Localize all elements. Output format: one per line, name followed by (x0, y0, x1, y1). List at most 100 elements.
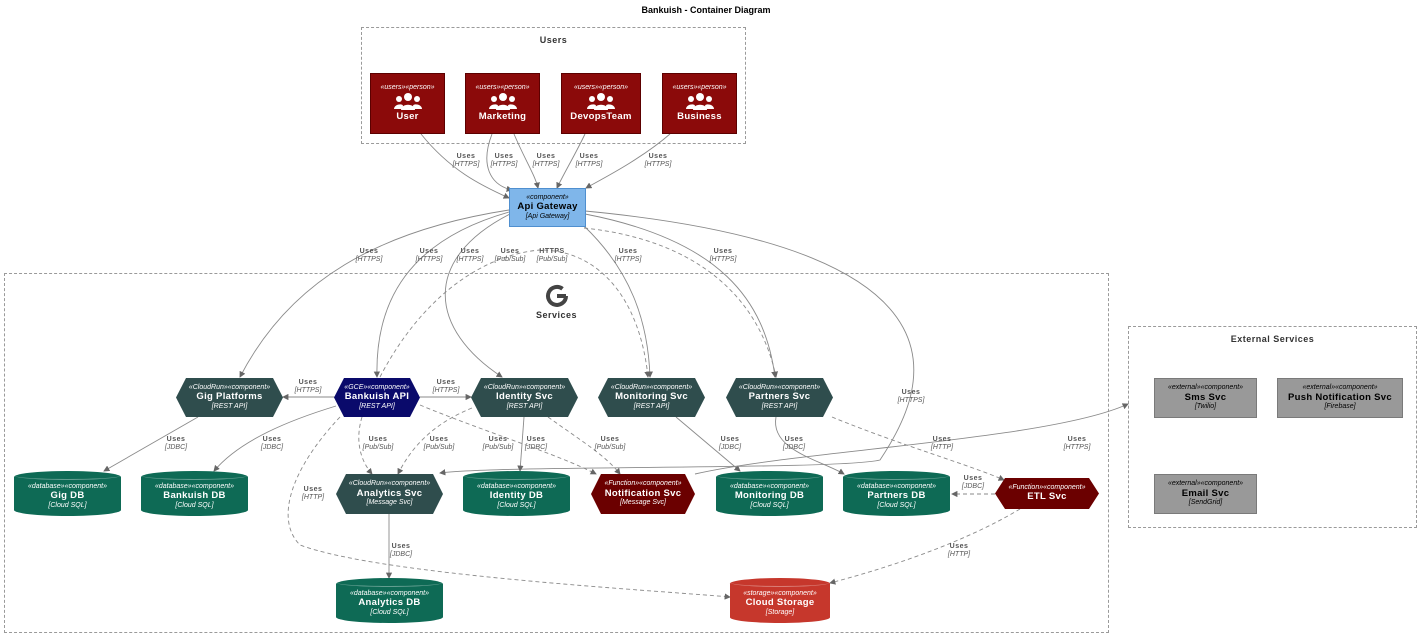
edge-label: Uses[HTTP] (930, 436, 954, 452)
edge-label: Uses[JDBC] (164, 436, 188, 452)
edge-label: Uses[HTTPS] (644, 153, 672, 169)
edge-marketing-gateway (486, 133, 513, 192)
external-tech: [Firebase] (1324, 403, 1356, 411)
person-devopsteam[interactable]: «users»«person» DevopsTeam (561, 73, 641, 134)
edge-label: Uses[HTTP] (301, 486, 325, 502)
external-push-notification-svc[interactable]: «external»«component» Push Notification … (1277, 378, 1403, 418)
db-name: Cloud Storage (745, 597, 815, 609)
person-stereotype: «users»«person» (475, 84, 530, 92)
database-partners-db[interactable]: «database»«component» Partners DB [Cloud… (843, 471, 950, 516)
external-email-svc[interactable]: «external»«component» Email Svc [SendGri… (1154, 474, 1257, 514)
db-stereotype: «database»«component» (729, 482, 809, 490)
service-tech: [REST API] (506, 402, 543, 410)
person-user[interactable]: «users»«person» User (370, 73, 445, 134)
external-tech: [SendGrid] (1188, 499, 1223, 507)
db-stereotype: «database»«component» (856, 482, 936, 490)
edge-label: Uses[HTTPS] (614, 248, 642, 264)
service-stereotype: «CloudRun»«component» (738, 383, 821, 391)
person-name: Marketing (478, 111, 527, 123)
person-name: DevopsTeam (570, 111, 632, 123)
edge-gateway-bankuish (373, 211, 510, 378)
db-tech: [Cloud SQL] (497, 501, 536, 509)
edge-partners-partnersdb (775, 416, 845, 475)
gateway-tech: [Api Gateway] (525, 212, 570, 220)
service-identity[interactable]: «CloudRun»«component» Identity Svc [REST… (471, 378, 578, 417)
diagram-title: Bankuish - Container Diagram (641, 5, 771, 15)
users-boundary-label: Users (539, 35, 568, 45)
external-boundary: External Services (1128, 326, 1417, 528)
service-stereotype: «Function»«component» (604, 480, 682, 488)
service-name: Bankuish API (344, 391, 410, 403)
edge-label: Uses[Pub/Sub] (362, 436, 394, 452)
service-partners[interactable]: «CloudRun»«component» Partners Svc [REST… (726, 378, 833, 417)
services-boundary: Services (4, 273, 1109, 633)
db-tech: [Cloud SQL] (175, 501, 214, 509)
database-gig-db[interactable]: «database»«component» Gig DB [Cloud SQL] (14, 471, 121, 516)
edge-label: Uses[JDBC] (524, 436, 548, 452)
edge-partners-etl (831, 416, 1005, 481)
service-analytics[interactable]: «CloudRun»«component» Analytics Svc [Mes… (336, 474, 443, 514)
edge-bankuish-notification (419, 404, 597, 475)
edge-gateway-analytics (439, 210, 915, 476)
person-business[interactable]: «users»«person» Business (662, 73, 737, 134)
service-name: ETL Svc (1027, 491, 1067, 503)
db-name: Bankuish DB (163, 490, 226, 502)
external-stereotype: «external»«component» (1302, 384, 1378, 392)
service-name: Gig Platforms (196, 391, 263, 403)
db-stereotype: «storage»«component» (743, 589, 817, 597)
external-name: Sms Svc (1184, 391, 1227, 403)
api-gateway[interactable]: «component» Api Gateway [Api Gateway] (509, 188, 586, 227)
database-identity-db[interactable]: «database»«component» Identity DB [Cloud… (463, 471, 570, 516)
service-bankuish-api[interactable]: «GCE»«component» Bankuish API [REST API] (334, 378, 420, 417)
person-marketing[interactable]: «users»«person» Marketing (465, 73, 540, 134)
db-tech: [Cloud SQL] (750, 501, 789, 509)
service-stereotype: «CloudRun»«component» (610, 383, 693, 391)
edge-gig-gigdb (103, 416, 199, 472)
service-etl[interactable]: «Function»«component» ETL Svc (995, 478, 1099, 509)
service-stereotype: «CloudRun»«component» (348, 480, 431, 488)
edge-label: Uses[Pub/Sub] (494, 248, 526, 264)
external-name: Push Notification Svc (1288, 391, 1392, 403)
edge-bankuish-storage (287, 416, 731, 600)
edge-label: Uses[HTTPS] (415, 248, 443, 264)
service-name: Identity Svc (496, 391, 553, 403)
service-tech: [Message Svc] (620, 499, 666, 507)
service-name: Monitoring Svc (615, 391, 688, 403)
service-name: Notification Svc (604, 487, 682, 499)
person-name: Business (677, 111, 722, 123)
external-tech: [Twilio] (1194, 403, 1217, 411)
external-sms-svc[interactable]: «external»«component» Sms Svc [Twilio] (1154, 378, 1257, 418)
person-stereotype: «users»«person» (380, 84, 435, 92)
edge-label: Uses[Pub/Sub] (482, 436, 514, 452)
edge-monitoring-monitoringdb (675, 416, 741, 472)
db-name: Partners DB (867, 490, 926, 502)
db-stereotype: «database»«component» (154, 482, 234, 490)
users-icon (587, 93, 615, 111)
service-notification[interactable]: «Function»«component» Notification Svc [… (591, 474, 695, 514)
edge-user-gateway (420, 133, 510, 199)
edge-label: Uses[JDBC] (961, 475, 985, 491)
users-icon (488, 93, 517, 111)
db-tech: [Cloud SQL] (877, 501, 916, 509)
db-tech: [Cloud SQL] (370, 608, 409, 616)
database-bankuish-db[interactable]: «database»«component» Bankuish DB [Cloud… (141, 471, 248, 516)
storage-cloud-storage[interactable]: «storage»«component» Cloud Storage [Stor… (730, 578, 830, 623)
person-stereotype: «users»«person» (573, 84, 629, 92)
db-tech: [Cloud SQL] (48, 501, 87, 509)
database-monitoring-db[interactable]: «database»«component» Monitoring DB [Clo… (716, 471, 823, 516)
edge-label: Uses[HTTPS] (575, 153, 603, 169)
db-tech: [Storage] (765, 608, 795, 616)
edge-label: Uses[HTTPS] (897, 389, 925, 405)
service-stereotype: «GCE»«component» (344, 383, 410, 391)
edge-label: Uses[HTTPS] (355, 248, 383, 264)
service-tech: [REST API] (359, 402, 395, 410)
edge-gateway-partners-pubsub (583, 227, 778, 378)
service-monitoring[interactable]: «CloudRun»«component» Monitoring Svc [RE… (598, 378, 705, 417)
edge-devops-gateway (556, 133, 586, 189)
service-name: Analytics Svc (356, 487, 423, 499)
edge-label: Uses[HTTPS] (709, 248, 737, 264)
database-analytics-db[interactable]: «database»«component» Analytics DB [Clou… (336, 578, 443, 623)
gateway-stereotype: «component» (526, 193, 569, 201)
service-gig-platforms[interactable]: «CloudRun»«component» Gig Platforms [RES… (176, 378, 283, 417)
